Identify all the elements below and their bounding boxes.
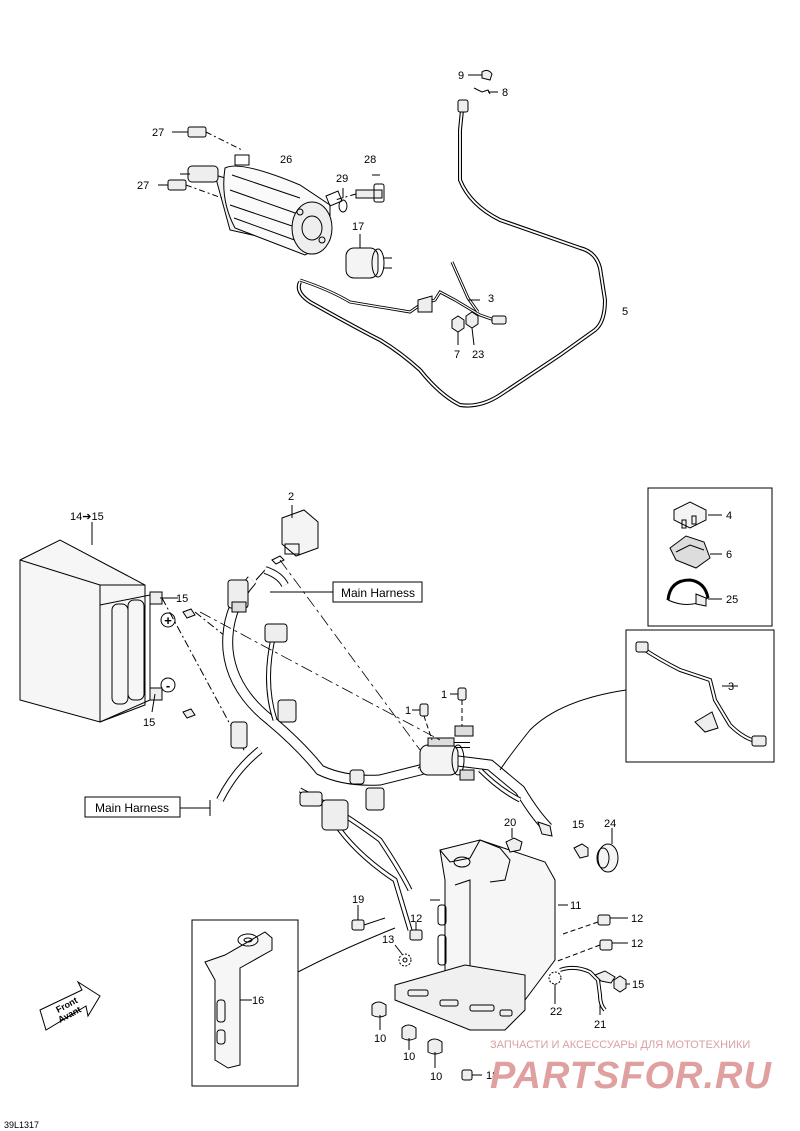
- solenoid-17: [345, 234, 392, 279]
- callout-6: 6: [726, 549, 732, 561]
- callout-27b: 27: [137, 180, 149, 192]
- grommet-10a: [371, 1001, 387, 1030]
- callout-26: 26: [280, 154, 292, 166]
- bolt-12a: [559, 914, 628, 936]
- callout-28: 28: [364, 154, 376, 166]
- bolt-19: [351, 905, 386, 931]
- callout-29: 29: [336, 173, 348, 185]
- callout-17: 17: [352, 221, 364, 233]
- bolt-27a: [172, 126, 243, 151]
- callout-7: 7: [454, 349, 460, 361]
- callout-18: 18: [486, 1070, 498, 1082]
- cap-9: [468, 69, 493, 81]
- grommet-10b: [401, 1024, 417, 1050]
- bolt-27b: [158, 179, 223, 199]
- callout-15b: 15: [143, 717, 155, 729]
- starter-motor: [180, 154, 343, 256]
- main-harness-label-top: Main Harness: [341, 586, 415, 600]
- callout-9: 9: [458, 70, 464, 82]
- terminal-plus: [149, 591, 196, 628]
- callout-14: 14➔15: [70, 511, 104, 523]
- callout-10c: 10: [430, 1071, 442, 1083]
- bolt-28: [334, 174, 385, 203]
- inset-cable-3: [499, 629, 775, 771]
- inset-fuses: [647, 487, 773, 627]
- nut-23: [465, 311, 479, 346]
- callout-1b: 1: [441, 689, 447, 701]
- callout-19: 19: [352, 894, 364, 906]
- callout-12a: 12: [631, 913, 643, 925]
- relay-2: [255, 505, 319, 581]
- callout-15a: 15: [176, 593, 188, 605]
- callout-16: 16: [252, 995, 264, 1007]
- callout-15d: 15: [632, 979, 644, 991]
- main-harness: [216, 566, 553, 931]
- nut-7: [451, 315, 465, 345]
- callout-20: 20: [504, 817, 516, 829]
- callout-24: 24: [604, 818, 616, 830]
- washer-29: [338, 188, 348, 213]
- washer-13: [394, 944, 412, 967]
- fuse-holder-6: [669, 535, 722, 569]
- nut-15-right: [613, 975, 630, 993]
- callout-1a: 1: [405, 705, 411, 717]
- cable-21: [559, 965, 616, 1015]
- bolt-12b: [554, 939, 628, 963]
- grommet-10c: [427, 1038, 443, 1068]
- fuse-4: [673, 501, 722, 529]
- fuse-cap-1a: [412, 703, 433, 741]
- callout-12c: 12: [410, 913, 422, 925]
- callout-21: 21: [594, 1019, 606, 1031]
- callout-3-inset: 3: [728, 681, 734, 693]
- callout-5: 5: [622, 306, 628, 318]
- callout-10b: 10: [403, 1051, 415, 1063]
- washer-22: [548, 971, 562, 1004]
- callout-27a: 27: [152, 127, 164, 139]
- front-arrow: [39, 980, 101, 1031]
- bolt-12c: [409, 922, 423, 941]
- callout-2: 2: [288, 491, 294, 503]
- plus-sign: +: [164, 613, 172, 628]
- fuse-cap-1b: [450, 687, 467, 726]
- cable-5: [296, 99, 608, 408]
- callout-8: 8: [502, 87, 508, 99]
- drawing-code: 39L1317: [4, 1120, 39, 1130]
- callout-11: 11: [570, 900, 581, 912]
- minus-sign: -: [166, 678, 170, 693]
- callout-3-top: 3: [488, 293, 494, 305]
- callout-25: 25: [726, 594, 738, 606]
- callout-13: 13: [382, 934, 394, 946]
- callout-10a: 10: [374, 1033, 386, 1045]
- cable-3-top: [299, 261, 507, 325]
- screw-8: [473, 87, 498, 95]
- terminal-minus: [149, 677, 196, 719]
- clamp-25: [666, 578, 722, 607]
- callout-15c: 15: [572, 819, 584, 831]
- screw-18: [461, 1069, 482, 1081]
- battery-14: [19, 522, 151, 723]
- bracket-11: [394, 839, 568, 1031]
- cover-20: [505, 828, 523, 853]
- watermark-line1: ЗАПЧАСТИ И АКСЕССУАРЫ ДЛЯ МОТОТЕХНИКИ: [490, 1039, 750, 1051]
- callout-23: 23: [472, 349, 484, 361]
- callout-22: 22: [550, 1006, 562, 1018]
- watermark-line2: PARTSFOR.RU: [490, 1055, 772, 1097]
- terminal-cover-24: [573, 828, 619, 873]
- main-harness-label-left: Main Harness: [95, 801, 169, 815]
- inset-bracket-16: [191, 919, 396, 1087]
- callout-12b: 12: [631, 938, 643, 950]
- callout-4: 4: [726, 510, 732, 522]
